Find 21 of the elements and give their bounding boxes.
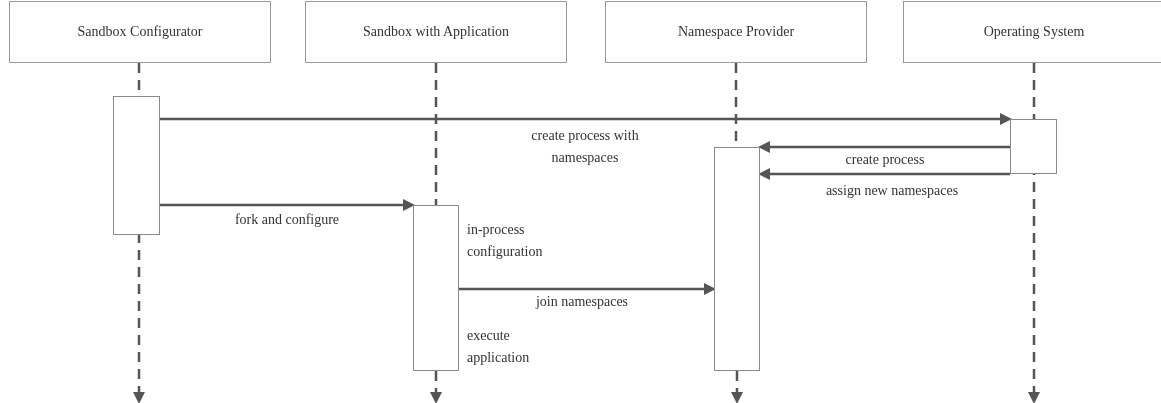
participant-name: Namespace Provider — [677, 24, 795, 40]
message-arrow — [459, 283, 716, 295]
activation-bar — [714, 147, 760, 371]
message-arrow — [758, 168, 1010, 180]
activation-bar — [413, 205, 459, 371]
participant-box — [605, 1, 867, 63]
participant-box — [9, 1, 271, 63]
participant-box — [903, 1, 1161, 63]
message-arrow — [758, 141, 1010, 153]
participant-name: Sandbox with Application — [362, 24, 510, 40]
message-arrow — [160, 113, 1012, 125]
lifeline-arrow — [430, 371, 442, 403]
lifeline-arrow — [731, 371, 743, 403]
activation-bar — [113, 96, 160, 235]
message-arrow — [160, 199, 415, 211]
step-note: execute application — [467, 327, 531, 367]
participant-name: Sandbox Configurator — [77, 24, 203, 40]
participant-name: Operating System — [983, 24, 1085, 40]
step-note: in-process configuration — [467, 221, 544, 261]
participant-box — [305, 1, 567, 63]
activation-bar — [1010, 119, 1057, 174]
